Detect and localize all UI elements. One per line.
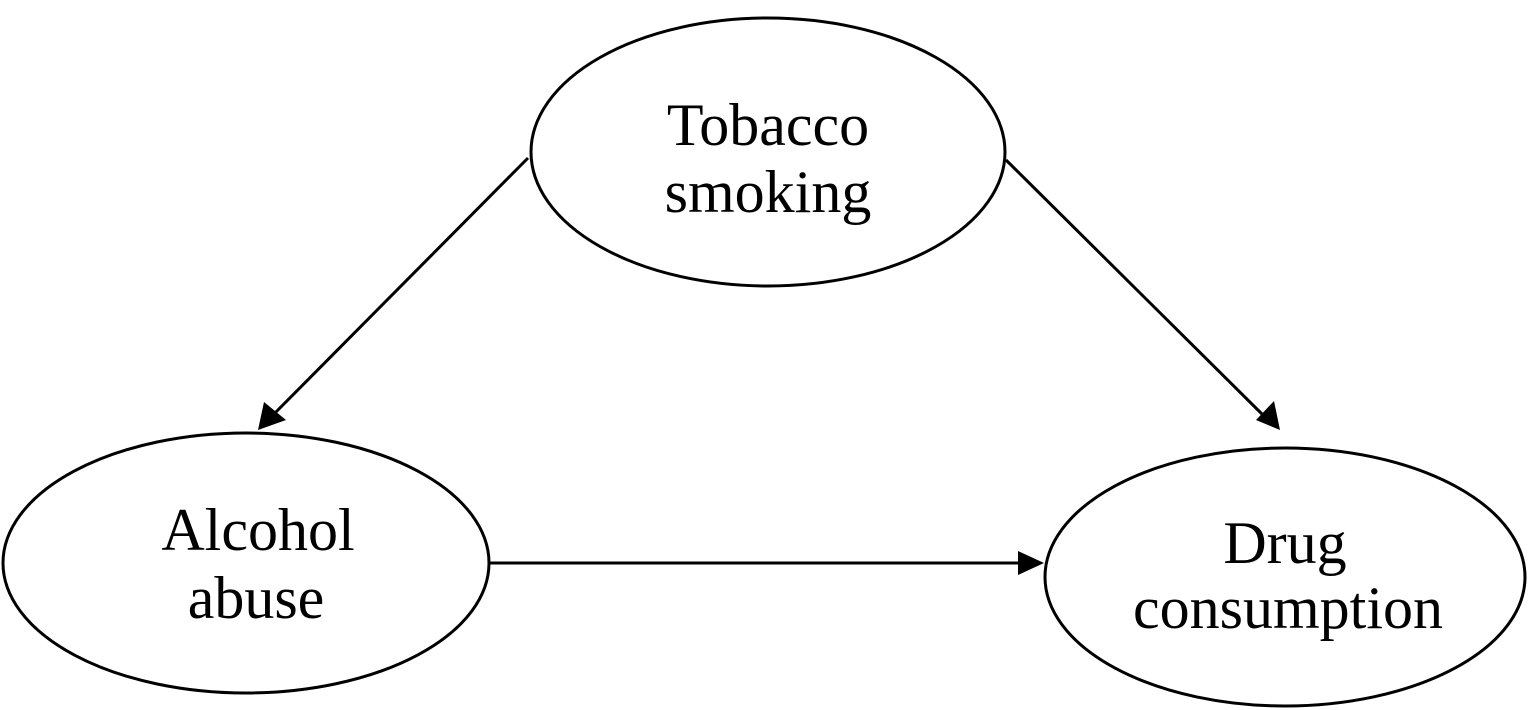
node-label-line2: consumption xyxy=(1133,575,1443,641)
node-label-line1: Alcohol xyxy=(161,497,354,563)
arrowhead-icon xyxy=(1256,401,1280,430)
arrowhead-icon xyxy=(258,402,286,430)
node-label-line1: Tobacco xyxy=(667,92,869,158)
node-alcohol-abuse: Alcohol abuse xyxy=(1,431,491,695)
arrowhead-icon xyxy=(1018,551,1044,575)
node-label-line2: smoking xyxy=(665,159,872,225)
node-label-line1: Drug xyxy=(1223,510,1346,576)
edge-tobacco-to-alcohol xyxy=(258,156,530,430)
node-tobacco-smoking: Tobacco smoking xyxy=(529,16,1007,288)
edge-tobacco-to-drug xyxy=(1004,158,1280,430)
node-label-line2: abuse xyxy=(188,565,325,631)
edge-alcohol-to-drug xyxy=(490,551,1044,575)
node-drug-consumption: Drug consumption xyxy=(1043,446,1527,708)
